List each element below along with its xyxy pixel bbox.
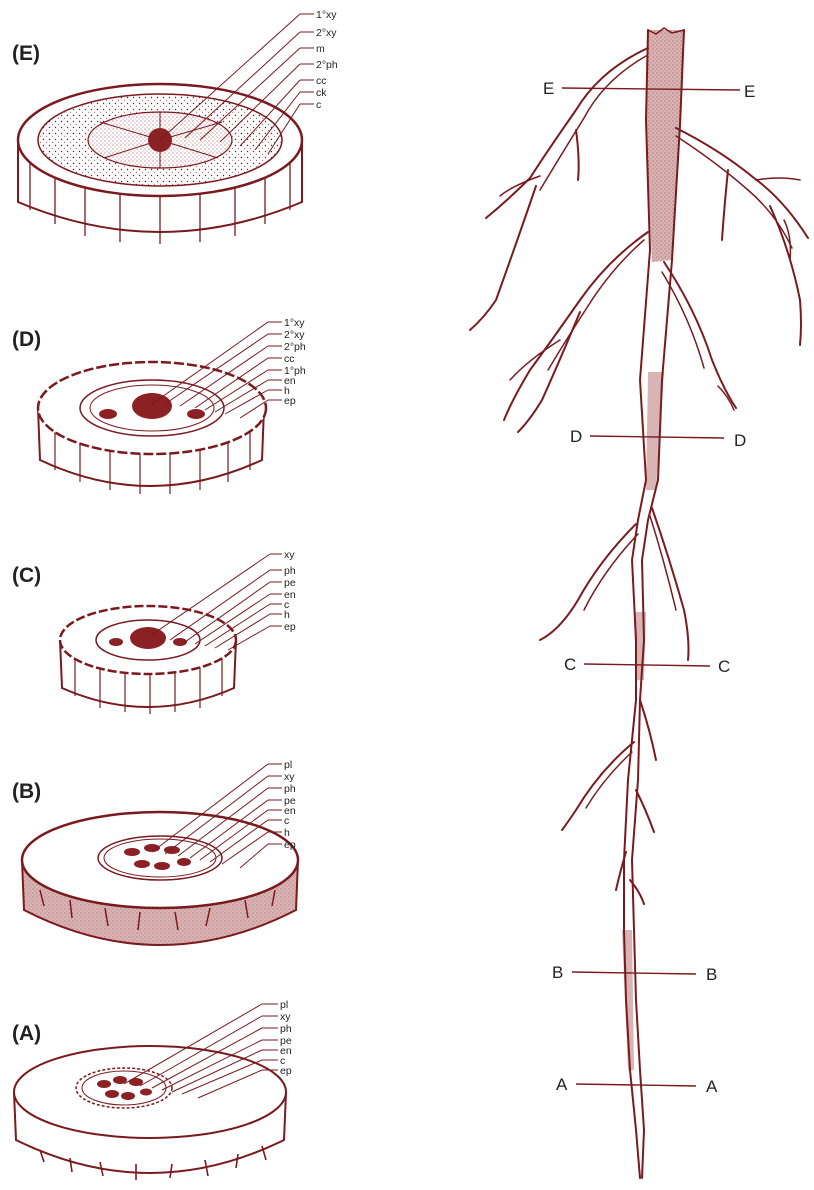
section-b-label-1: pl [284,759,292,771]
section-d-diagram: (D) 1°xy 2°xy 2°ph cc 1°ph en h [12,317,306,494]
section-e-diagram: (E) 1°xy 2°x [12,9,338,244]
cut-d-left: D [570,427,582,446]
section-c-label-1: xy [284,549,295,561]
section-c-label-2: ph [284,565,296,577]
section-a-label-1: pl [280,999,288,1011]
cut-e-left: E [543,79,554,98]
section-d-heading: (D) [12,328,41,351]
section-b-label-7: h [284,827,290,839]
section-b-label-3: ph [284,783,296,795]
cut-c-left: C [564,655,576,674]
section-d-label-3: 2°ph [284,341,306,353]
cut-c-right: C [718,657,730,676]
section-d-label-2: 2°xy [284,329,305,341]
root-system-drawing [470,28,808,1178]
section-d-label-1: 1°xy [284,317,305,329]
section-e-label-4: 2°ph [316,59,338,71]
section-a-label-2: xy [280,1011,291,1023]
section-c-label-3: pe [284,577,296,589]
cut-e-right: E [744,82,755,101]
cut-a-right: A [706,1077,718,1096]
section-a-label-7: ep [280,1065,292,1077]
section-d-label-4: cc [284,353,295,365]
section-e-label-5: cc [316,75,327,87]
section-b-diagram: (B) pl xy ph pe en [12,759,298,945]
section-e-heading: (E) [12,42,40,65]
section-b-heading: (B) [12,780,41,803]
section-b-label-6: c [284,815,289,827]
section-e-label-7: c [316,99,321,111]
cut-a-left: A [556,1075,568,1094]
section-c-heading: (C) [12,564,41,587]
section-b-label-2: xy [284,771,295,783]
section-c-label-6: h [284,609,290,621]
section-a-diagram: (A) pl xy ph pe en c [12,999,292,1180]
section-a-label-3: ph [280,1023,292,1035]
section-b-label-8: ep [284,839,296,851]
section-c-diagram: (C) xy ph pe en c h ep [12,549,296,714]
section-e-label-1: 1°xy [316,9,337,21]
section-e-label-6: ck [316,87,327,99]
cut-d-right: D [734,431,746,450]
cut-b-right: B [706,965,717,984]
section-a-heading: (A) [12,1022,41,1045]
cut-b-left: B [552,963,563,982]
section-e-label-3: m [316,43,325,55]
section-d-label-8: ep [284,395,296,407]
section-e-label-2: 2°xy [316,27,337,39]
section-c-label-7: ep [284,621,296,633]
